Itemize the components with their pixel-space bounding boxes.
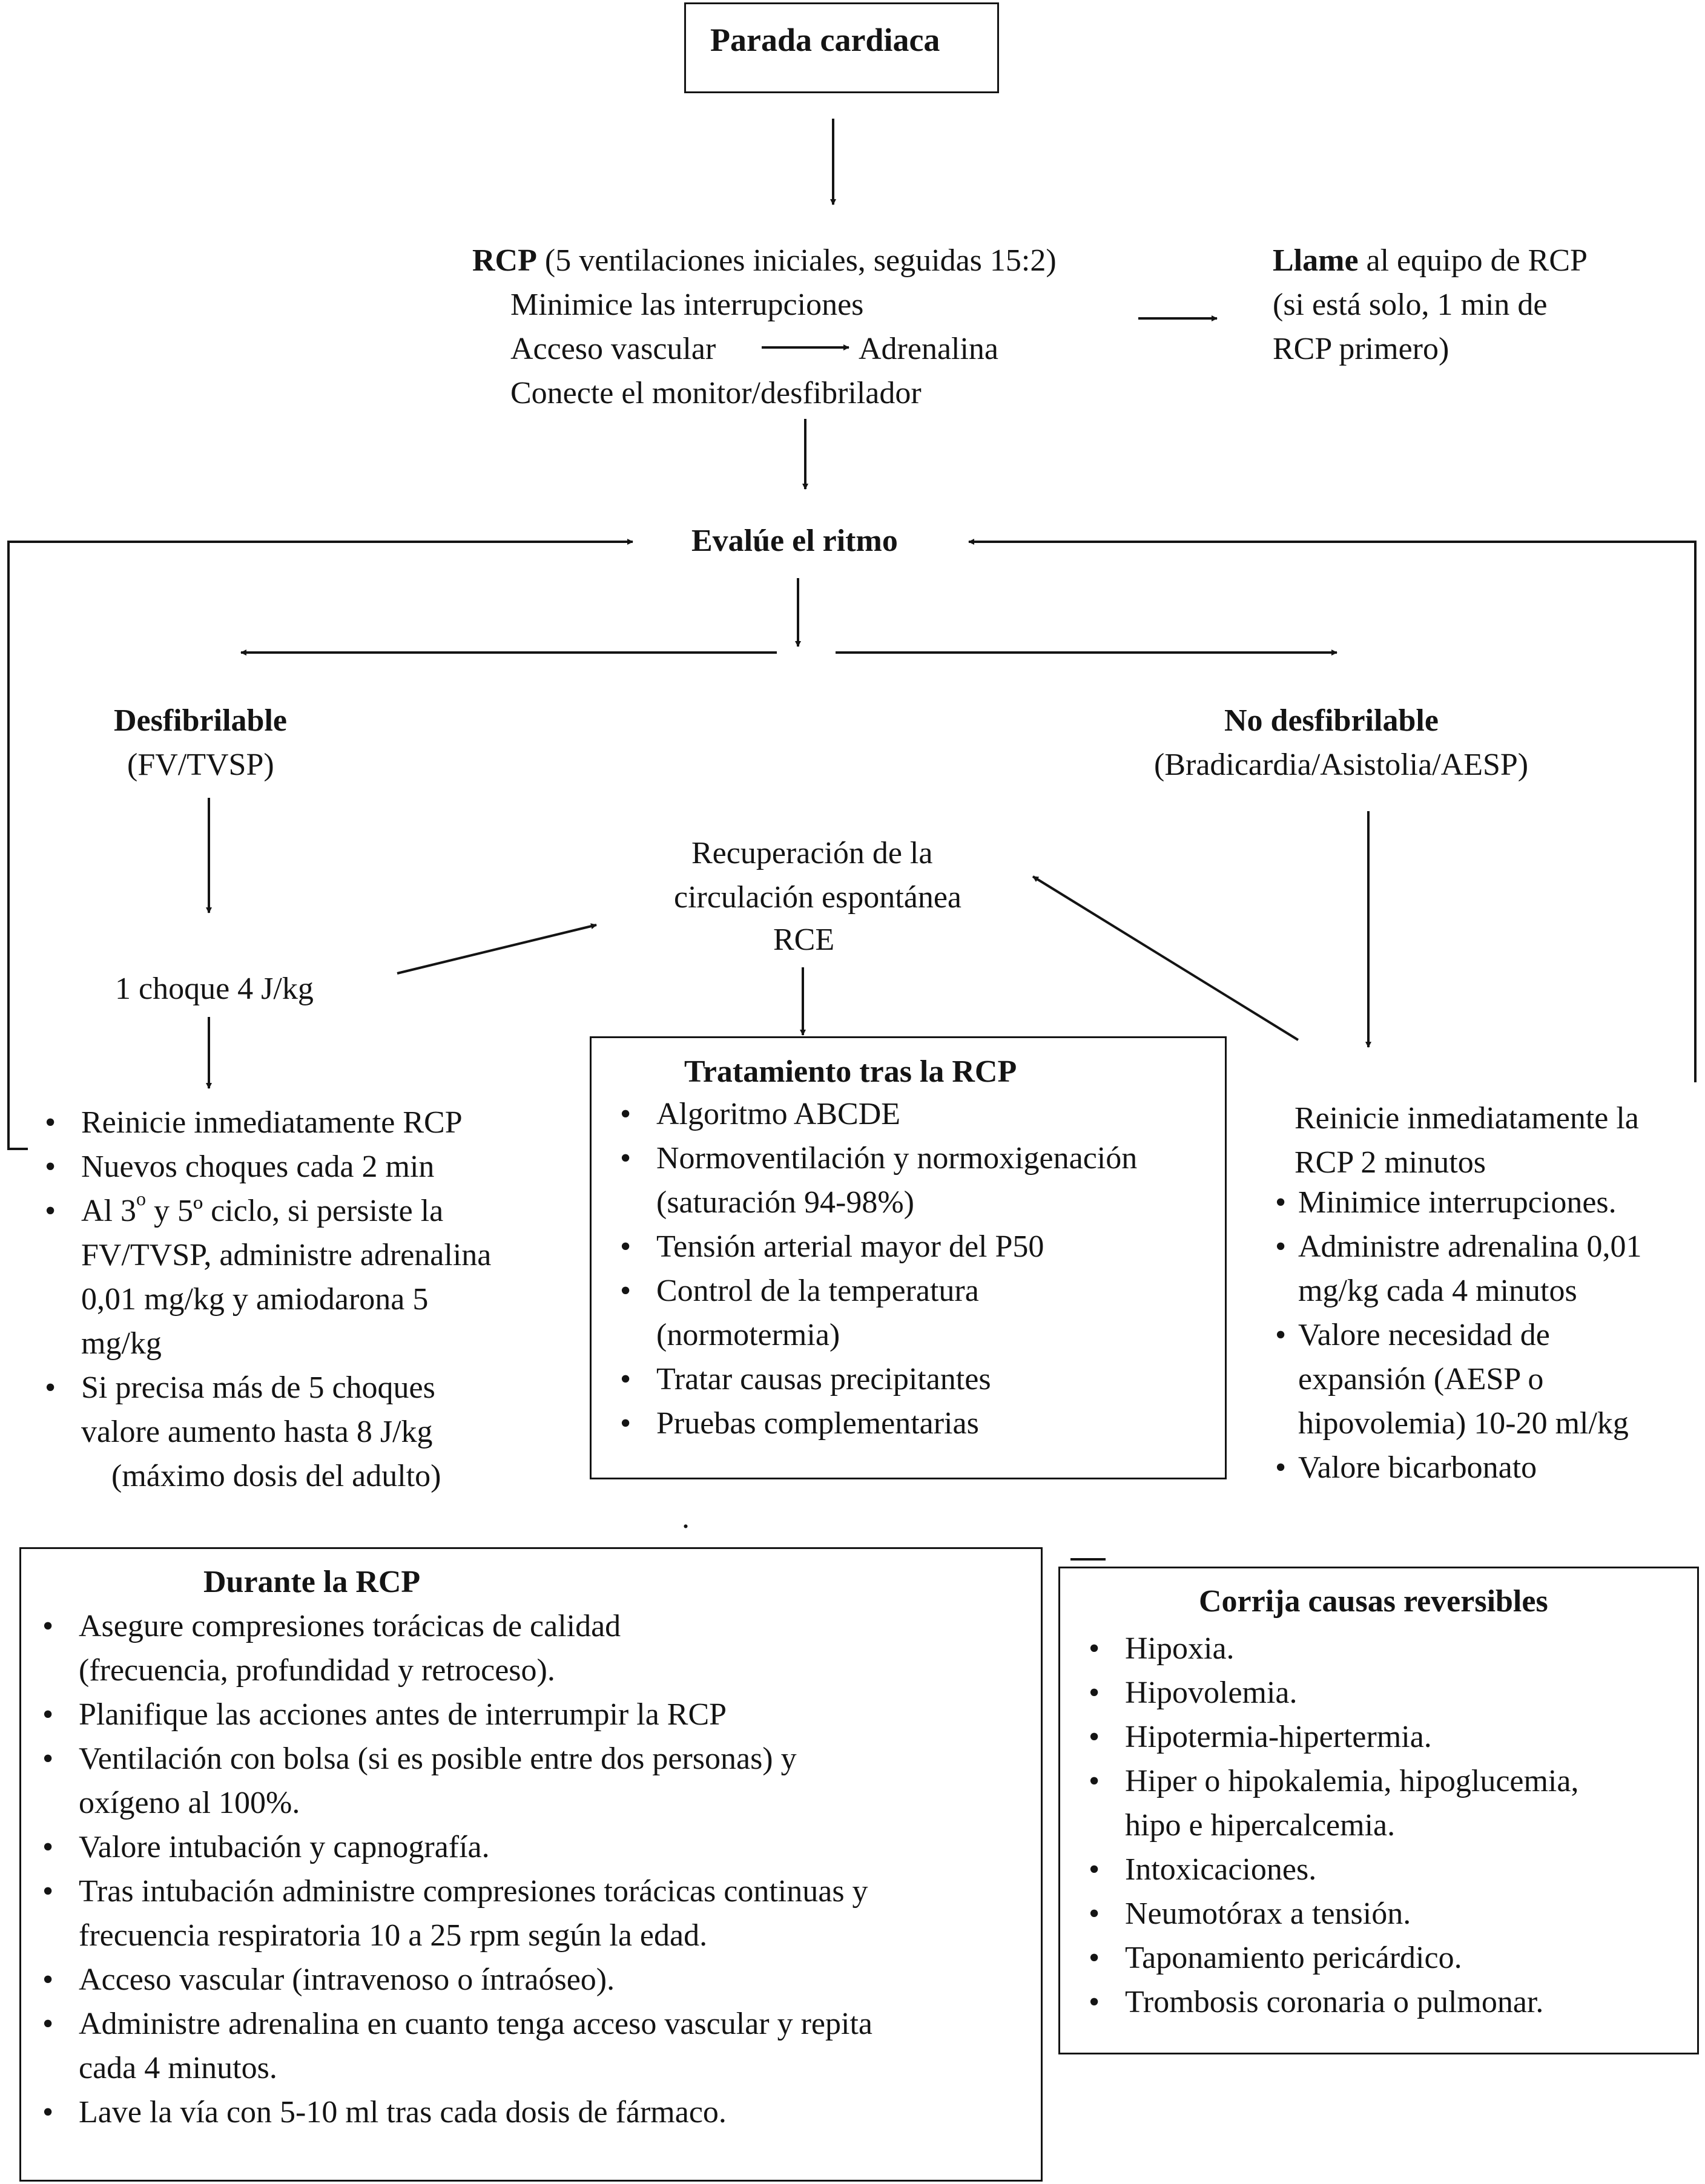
list-item: Trombosis coronaria o pulmonar. [1081, 1980, 1578, 2024]
post-title: Tratamiento tras la RCP [684, 1054, 1017, 1089]
call-heading: Llame al equipo de RCP [1273, 245, 1588, 277]
loop-right-to-evaluate [968, 539, 1697, 1082]
list-item: Valore intubación y capnografía. [35, 1825, 872, 1869]
rcp-line3: Conecte el monitor/desfibrilador [510, 376, 922, 410]
list-item: Normoventilación y normoxigenación(satur… [613, 1136, 1137, 1225]
start-box: Parada cardiaca [684, 2, 999, 93]
list-item: Si precisa más de 5 choques valore aumen… [38, 1366, 491, 1498]
rcp-line2b: Adrenalina [859, 332, 999, 366]
list-item: Control de la temperatura(normotermia) [613, 1269, 1137, 1357]
list-item: Hiper o hipokalemia, hipoglucemia,hipo e… [1081, 1759, 1578, 1847]
rosc-line1: Recuperación de la [691, 836, 933, 870]
loop-left-to-evaluate [7, 539, 633, 1150]
list-item: Tras intubación administre compresiones … [35, 1869, 872, 1958]
call-line1: (si está solo, 1 min de [1273, 288, 1548, 322]
list-item: Tensión arterial mayor del P50 [613, 1225, 1137, 1269]
nonshock-intro-l2: RCP 2 minutos [1294, 1145, 1486, 1180]
list-item: Administre adrenalina en cuanto tenga ac… [35, 2002, 872, 2090]
list-item: Hipotermia-hipertermia. [1081, 1715, 1578, 1759]
list-item: Valore bicarbonato [1274, 1446, 1642, 1490]
causes-list: Hipoxia. Hipovolemia. Hipotermia-hiperte… [1081, 1626, 1578, 2024]
list-item: Algoritmo ABCDE [613, 1092, 1137, 1136]
list-item: Neumotórax a tensión. [1081, 1892, 1578, 1936]
list-item: Ventilación con bolsa (si es posible ent… [35, 1737, 872, 1825]
nonshockable-subtitle: (Bradicardia/Asistolia/AESP) [1154, 748, 1529, 782]
list-item: Tratar causas precipitantes [613, 1357, 1137, 1401]
causes-title: Corrija causas reversibles [1199, 1584, 1548, 1619]
reversible-causes-box [1058, 1567, 1699, 2054]
call-rest: al equipo de RCP [1358, 243, 1588, 278]
list-item: Planifique las acciones antes de interru… [35, 1692, 872, 1737]
rcp-label: RCP [472, 243, 537, 278]
call-label: Llame [1273, 243, 1359, 278]
list-item: Nuevos choques cada 2 min [38, 1145, 491, 1189]
list-item: Pruebas complementarias [613, 1401, 1137, 1446]
shockable-subtitle: (FV/TVSP) [127, 748, 274, 782]
during-title: Durante la RCP [203, 1565, 421, 1599]
nonshockable-title: No desfibrilable [1224, 703, 1439, 738]
list-item: Minimice interrupciones. [1274, 1180, 1642, 1225]
rcp-rest: (5 ventilaciones iniciales, seguidas 15:… [536, 243, 1057, 278]
list-item: Hipovolemia. [1081, 1671, 1578, 1715]
nonshock-intro-l1: Reinicie inmediatamente la [1294, 1101, 1639, 1136]
rosc-line3: RCE [773, 923, 835, 957]
shock-steps-list: Reinicie inmediatamente RCP Nuevos choqu… [38, 1100, 491, 1498]
evaluate-title: Evalúe el ritmo [691, 524, 898, 558]
rcp-line2a: Acceso vascular [510, 332, 716, 366]
shockable-title: Desfibrilable [114, 703, 287, 738]
list-item: Acceso vascular (intravenoso o íntraóseo… [35, 1958, 872, 2002]
list-item: Lave la vía con 5-10 ml tras cada dosis … [35, 2090, 872, 2134]
call-line2: RCP primero) [1273, 332, 1449, 366]
list-item: Al 3o y 5º ciclo, si persiste la FV/TVSP… [38, 1189, 491, 1366]
stray-dot: . [682, 1501, 690, 1535]
list-item: Intoxicaciones. [1081, 1847, 1578, 1892]
nonshock-list: Minimice interrupciones. Administre adre… [1274, 1180, 1642, 1490]
arrow-shock-to-rosc [397, 923, 597, 975]
post-rcp-box [590, 1036, 1227, 1479]
list-item: Hipoxia. [1081, 1626, 1578, 1671]
arrow-nonshock-to-rosc [1032, 875, 1299, 1041]
list-item: Taponamiento pericárdico. [1081, 1936, 1578, 1980]
start-title: Parada cardiaca [710, 22, 940, 58]
rcp-heading: RCP (5 ventilaciones iniciales, seguidas… [472, 245, 1057, 277]
during-rcp-box [19, 1547, 1043, 2182]
list-item: Asegure compresiones torácicas de calida… [35, 1604, 872, 1692]
shock-label: 1 choque 4 J/kg [115, 972, 314, 1006]
rcp-line1: Minimice las interrupciones [510, 288, 864, 322]
post-list: Algoritmo ABCDE Normoventilación y normo… [613, 1092, 1137, 1446]
during-list: Asegure compresiones torácicas de calida… [35, 1604, 872, 2134]
rosc-line2: circulación espontánea [674, 880, 961, 915]
list-item: Reinicie inmediatamente RCP [38, 1100, 491, 1145]
